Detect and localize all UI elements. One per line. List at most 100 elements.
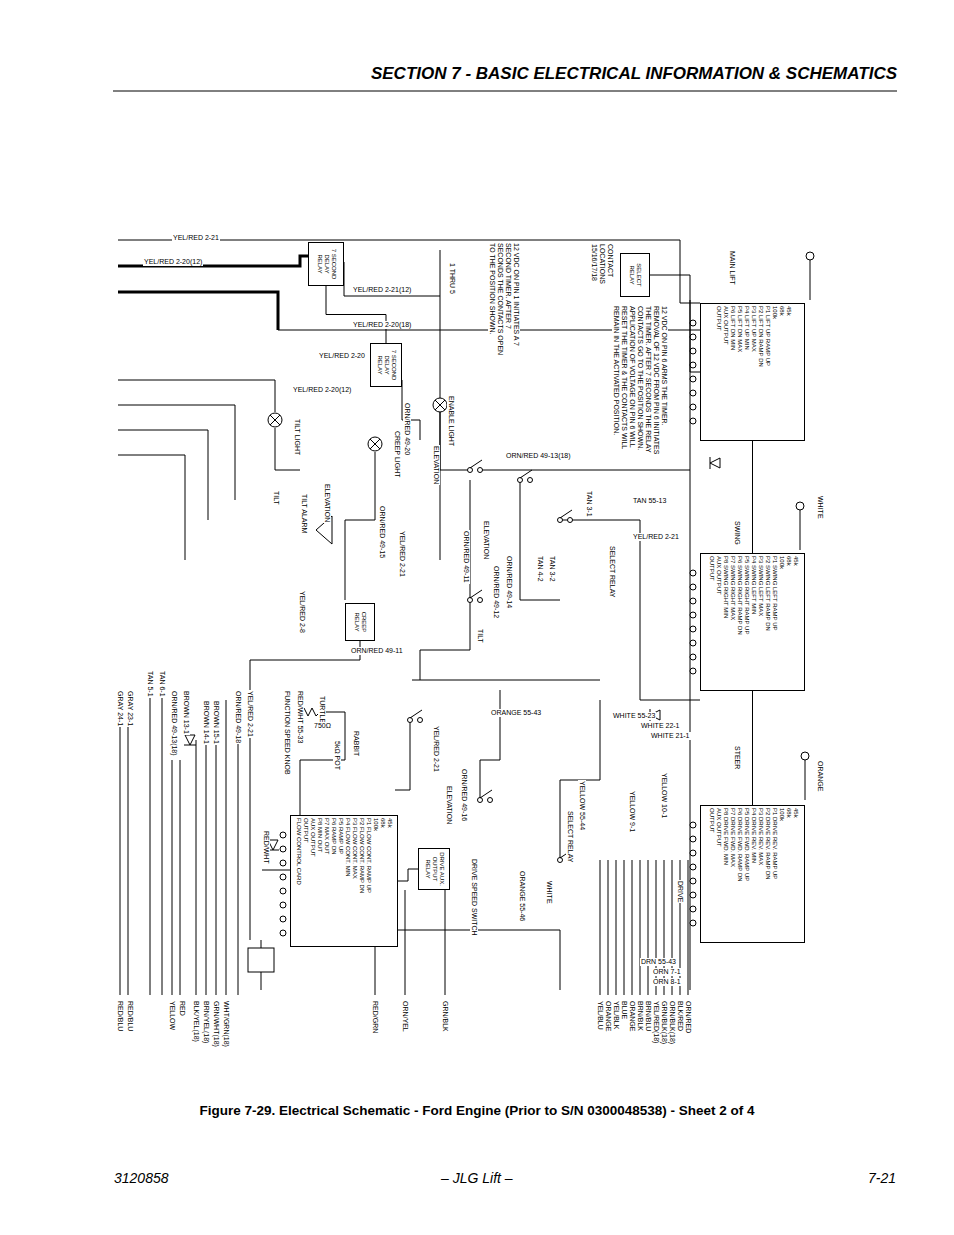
wire-label-vertical: SELECT RELAY <box>566 810 574 864</box>
relay-label: DRIVE AUX. OUTPUT RELAY <box>424 851 445 887</box>
wire-label-vertical: ELEVATION <box>323 483 331 523</box>
card-text: P2 FLOW CONT. RAMP DN <box>358 818 365 944</box>
card-text: P5 DRIVE FWD. RAMP UP <box>742 808 749 940</box>
wire-label: YEL/RED 2-21 <box>172 234 220 242</box>
wire-label-vertical: ORANGE <box>628 1000 636 1032</box>
wire-label: YEL/RED 2-21(12) <box>352 286 412 294</box>
card-text: P6 DRIVE FWD. RAMP DN <box>735 808 742 940</box>
card-text: P3 SWING LEFT MAX <box>756 556 763 688</box>
wire-label-vertical: RED/BLU <box>116 1000 124 1032</box>
wire-label-vertical: GRAY 23-1 <box>126 690 134 727</box>
relay-text-block: CREEP RELAY <box>353 606 367 638</box>
wire-connector <box>398 869 418 881</box>
wire-label: 750Ω <box>313 722 332 730</box>
wire-label-vertical: BROWN 14-1 <box>202 700 210 745</box>
wire-label-vertical: ORN/RED 49-16 <box>460 768 468 822</box>
wire-label-vertical: YEL/RED 2-8 <box>298 590 306 634</box>
card-text: 100k <box>777 556 784 688</box>
card-text: 45k <box>791 556 798 688</box>
card-text: P2 LIFT DN RAMP DN <box>756 306 763 438</box>
wire-label: YEL/RED 2-20(18) <box>352 321 412 329</box>
card-text: AUX OUTPUT <box>714 808 721 940</box>
wire-label-vertical: SWING <box>733 520 741 546</box>
wire-label: YEL/RED 2-20 <box>318 352 366 360</box>
wire-connector <box>752 441 753 553</box>
wire-label-vertical: BRN/BLU <box>644 1000 652 1032</box>
card-text: 45k <box>791 808 798 940</box>
wire-label-vertical: MAIN LIFT <box>728 250 736 286</box>
wire-label: YEL/RED 2-20(12) <box>292 386 352 394</box>
wire-label-vertical: TILT LIGHT <box>293 418 301 456</box>
wire-label: YEL/RED 2-21 <box>632 533 680 541</box>
wire-label-vertical: YELLOW 55-44 <box>578 780 586 831</box>
card-text: OUTPUT <box>707 556 714 688</box>
wire-label-vertical: WHT/GRN(18) <box>222 1000 230 1048</box>
relay-label: SELECT RELAY <box>628 256 642 294</box>
card-text: P1 DRIVE REV. RAMP UP <box>770 808 777 940</box>
note-text: 12 VDC ON PIN 6 ARMS THE TIMER. REMOVAL … <box>612 305 668 457</box>
wire-label-vertical: BLK/YEL(18) <box>192 1000 200 1043</box>
card-text: AUX OUTPUT <box>714 556 721 688</box>
card-text: P7 SWING RIGHT MAX <box>728 556 735 688</box>
relay-label: 7 SECOND DELAY RELAY <box>376 346 397 384</box>
card-text-block: 45k68k100kP1 LIFT UP RAMP UPP2 LIFT DN R… <box>714 306 791 438</box>
card-text: P7 MAX OUT <box>323 818 330 944</box>
wire-label-vertical: ELEVATION <box>432 445 440 485</box>
wire-label-vertical: ORN/RED 49-18 <box>234 690 242 744</box>
card-text: P4 LIFT UP MIN <box>742 306 749 438</box>
card-text: P3 LIFT UP MAX <box>749 306 756 438</box>
card-text: P4 SWING LEFT MIN <box>749 556 756 688</box>
card-text: 100k <box>770 306 777 438</box>
wire-label-vertical: ORN/RED 49-13(18) <box>170 690 178 757</box>
wire-connector <box>752 691 753 805</box>
wire-label: WHITE 22-1 <box>640 722 681 730</box>
wire-label-vertical: BLK/RED <box>676 1000 684 1032</box>
wire-label-vertical: ORANGE <box>816 760 824 792</box>
card-text-block: 45k68k100kP1 SWING LEFT RAMP UPP2 SWING … <box>707 556 798 688</box>
wire-label-vertical: RED/BLU <box>126 1000 134 1032</box>
card-text: P8 MIN OUT <box>316 818 323 944</box>
relay-text-block: DRIVE AUX. OUTPUT RELAY <box>424 851 445 887</box>
figure-caption: Figure 7-29. Electrical Schematic - Ford… <box>0 1103 954 1118</box>
card-text: P4 DRIVE REV. MIN <box>749 808 756 940</box>
relay-box: 7 SECOND DELAY RELAY <box>370 343 402 387</box>
card-text: P2 SWING LEFT RAMP DN <box>763 556 770 688</box>
wire-label-vertical: ORN/YEL <box>401 1000 409 1033</box>
wire-label-vertical: YELLOW <box>168 1000 176 1031</box>
wire-label-vertical: FUNCTION SPEED KNOB <box>283 690 291 776</box>
wire-label-vertical: TAN 3-2 <box>548 555 556 583</box>
wire-label-vertical: TAN 3-1 <box>585 490 593 518</box>
card-text: P1 FLOW CONT. RAMP UP <box>365 818 372 944</box>
footer-text: – JLG Lift – <box>440 1170 514 1186</box>
card-text: P3 DRIVE REV. MAX <box>756 808 763 940</box>
wire-label: YEL/RED 2-20(12) <box>143 258 203 266</box>
wire-label-vertical: YEL/RED 2-21 <box>432 725 440 773</box>
wire-label-vertical: ORANGE 55-46 <box>518 870 526 922</box>
wire-label: WHITE 55-23 <box>612 712 656 720</box>
card-text: P5 SWING RIGHT RAMP UP <box>742 556 749 688</box>
wire-label-vertical: TILT <box>272 490 280 506</box>
controller-card: 45k68k100kP1 SWING LEFT RAMP UPP2 SWING … <box>700 553 805 691</box>
wire-label-vertical: ORN/RED 49-20 <box>403 402 411 456</box>
wire-label-vertical: YELLOW 10-1 <box>660 772 668 819</box>
wire-label-vertical: DRIVE SPEED SWITCH <box>470 858 478 937</box>
wire-label-vertical: GRN/BLK <box>441 1000 449 1033</box>
card-text: AUX OUTPUT <box>721 306 728 438</box>
card-text: 68k <box>777 306 784 438</box>
page-header: SECTION 7 - BASIC ELECTRICAL INFORMATION… <box>371 64 897 84</box>
wire-label-vertical: BLUE <box>620 1000 628 1020</box>
wire-label-vertical: ORN/RED <box>684 1000 692 1034</box>
wire-label-vertical: YELLOW 9-1 <box>628 790 636 833</box>
wire-label-vertical: YEL/RED 2-21 <box>398 530 406 578</box>
wire-label: DRN 55-43 <box>640 958 677 966</box>
card-text: P3 FLOW CONT. MAX <box>351 818 358 944</box>
footer-text: 3120858 <box>113 1170 170 1186</box>
wire-label-vertical: GRN/WHT(18) <box>212 1000 220 1048</box>
wire-label: TAN 55-13 <box>632 497 667 505</box>
wire-label-vertical: RED/WHT <box>262 830 270 865</box>
card-text: OUTPUT <box>707 808 714 940</box>
wire-label: ORANGE 55-43 <box>490 709 542 717</box>
card-text: P2 DRIVE REV. RAMP DN <box>763 808 770 940</box>
wire-connector <box>326 286 386 343</box>
